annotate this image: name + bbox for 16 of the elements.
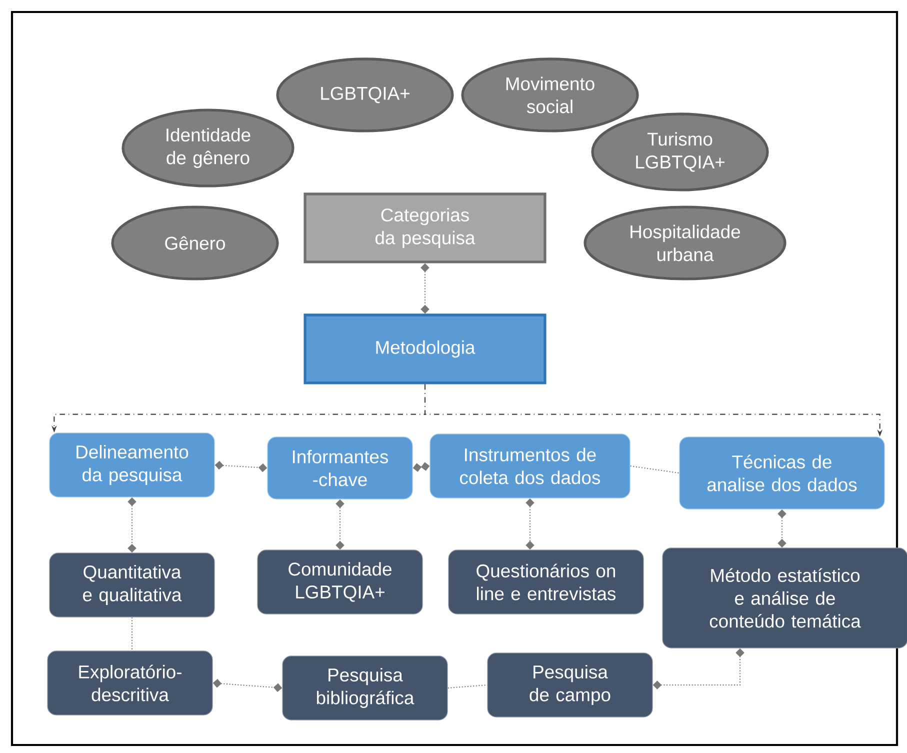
detail-box: Comunidade LGBTQIA+ bbox=[257, 550, 423, 614]
detail-box: Quantitativa e qualitativa bbox=[49, 552, 215, 618]
detail-box: Pesquisa bibliográfica bbox=[282, 656, 448, 720]
detail-box: Exploratório- descritiva bbox=[47, 650, 213, 716]
method-box: Técnicas de analise dos dados bbox=[679, 436, 885, 510]
method-box: Delineamento da pesquisa bbox=[49, 432, 215, 498]
connector bbox=[630, 465, 680, 474]
method-box: Informantes -chave bbox=[267, 436, 413, 500]
method-box: Metodologia bbox=[304, 314, 546, 384]
category-box: Categorias da pesquisa bbox=[304, 192, 546, 264]
detail-box: Método estatístico e análise de conteúdo temática bbox=[662, 548, 907, 648]
method-box: Instrumentos de coleta dos dados bbox=[430, 434, 630, 498]
detail-box: Questionários on line e entrevistas bbox=[448, 550, 644, 614]
detail-box: Pesquisa de campo bbox=[487, 652, 653, 718]
connector bbox=[131, 617, 133, 651]
connector bbox=[448, 684, 488, 689]
